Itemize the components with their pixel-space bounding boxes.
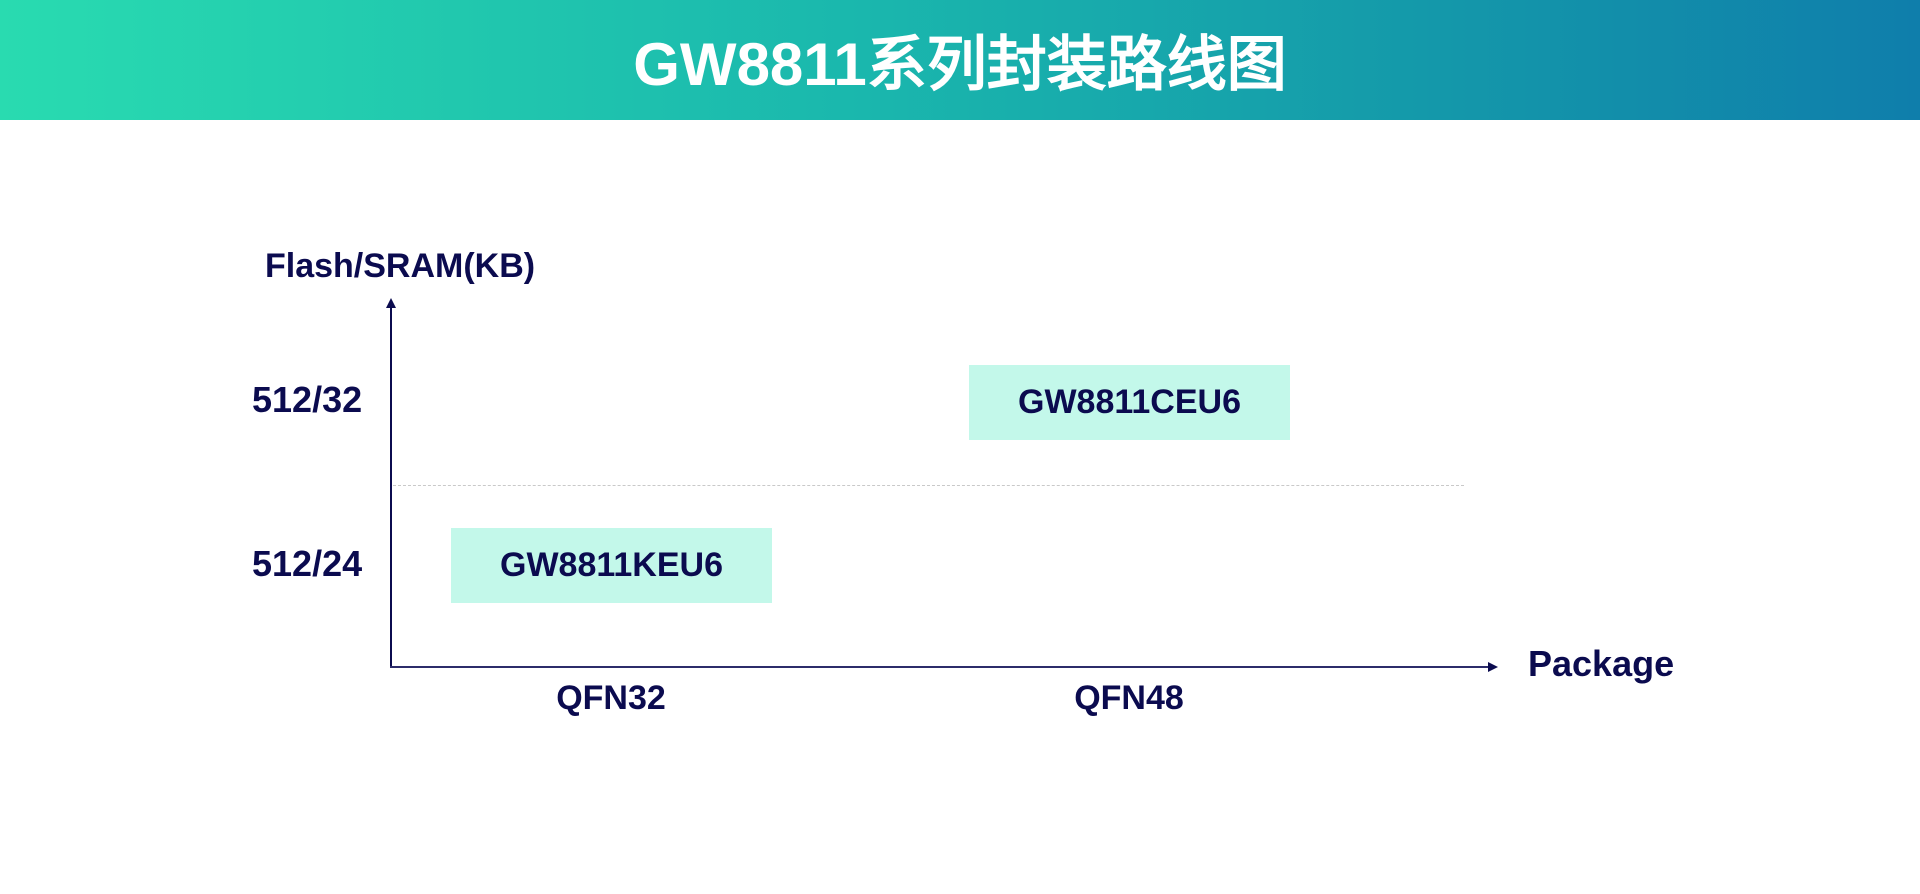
x-axis-line bbox=[390, 666, 1490, 668]
y-axis-line bbox=[390, 304, 392, 668]
chip-gw8811keu6: GW8811KEU6 bbox=[451, 528, 772, 603]
title-banner: GW8811系列封装路线图 bbox=[0, 0, 1920, 120]
y-tick-512-24: 512/24 bbox=[252, 543, 363, 584]
x-tick-qfn32: QFN32 bbox=[556, 679, 666, 717]
y-axis-title: Flash/SRAM(KB) bbox=[265, 247, 536, 285]
row-divider bbox=[393, 485, 1464, 486]
x-tick-qfn48: QFN48 bbox=[1074, 679, 1184, 717]
x-axis-arrow-icon bbox=[1488, 662, 1498, 672]
x-axis-title: Package bbox=[1528, 643, 1675, 684]
chip-gw8811ceu6: GW8811CEU6 bbox=[969, 365, 1290, 440]
page-title: GW8811系列封装路线图 bbox=[633, 30, 1287, 98]
chip-label: GW8811CEU6 bbox=[1018, 383, 1241, 421]
chip-label: GW8811KEU6 bbox=[500, 546, 723, 584]
y-tick-512-32: 512/32 bbox=[252, 379, 363, 420]
y-axis-arrow-icon bbox=[386, 298, 396, 308]
